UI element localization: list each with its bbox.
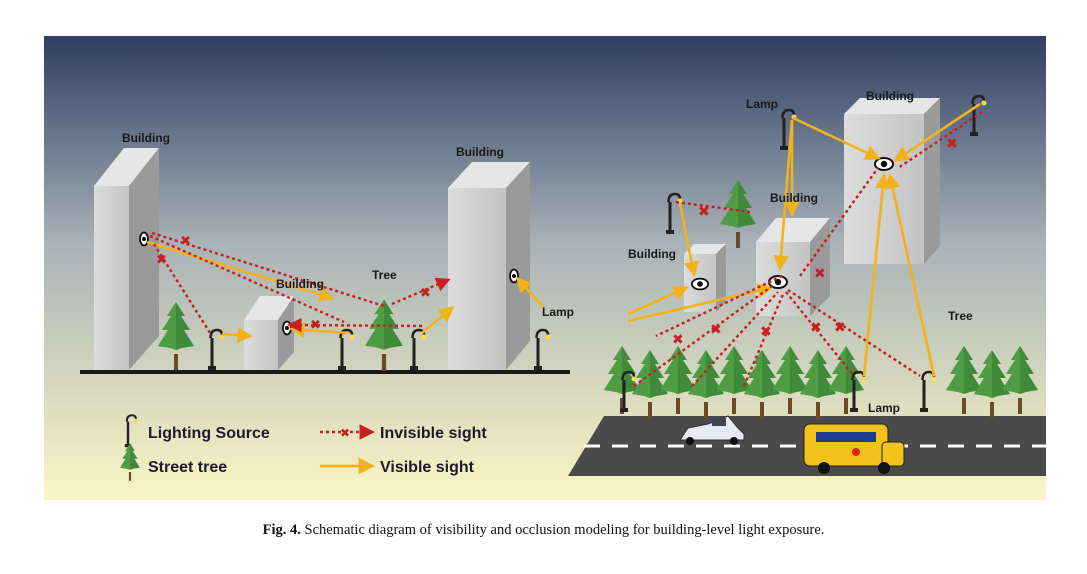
bus-icon [803,423,905,474]
right-mid-building [756,218,830,316]
caption-text: Schematic diagram of visibility and occl… [304,522,825,538]
right-top-building [844,98,940,264]
visible-sight-line [893,102,981,162]
visible-sight-line [773,119,794,272]
legend-lighting-source-label: Lighting Source [148,425,270,442]
visible-sight-line [146,240,335,302]
blocked-x-icon: ✖ [834,320,846,336]
invisible-sight-line [799,167,879,277]
invisible-sight-line [785,291,855,377]
invisible-sight-line [152,243,214,337]
invisible-sight-line [287,317,423,333]
label-building: Building [628,247,676,261]
label-tree: Tree [372,268,397,282]
visible-sight-line [862,172,891,377]
visible-sight-line [792,116,881,160]
right-scene: ✖ ✖ ✖ ✖ ✖ ✖ ✖ ✖ Lamp Building Building B… [568,89,1046,476]
diagram-canvas: ✖ ✖ ✖ ✖ Building Building Building Tree … [44,36,1046,500]
left-ground-line [80,370,570,374]
label-lamp: Lamp [746,97,778,111]
legend-visible-label: Visible sight [380,459,475,476]
visible-sight-line [678,203,700,278]
invisible-sight-line [655,274,783,338]
visible-sight-line [221,327,254,343]
visible-sight-line [627,283,774,323]
blocked-x-icon: ✖ [180,234,191,249]
car-icon [679,415,745,445]
invisible-sight-line [149,234,345,324]
blocked-x-icon: ✖ [810,320,822,336]
blocked-x-icon: ✖ [420,286,431,301]
blocked-x-icon: ✖ [672,332,684,348]
left-building-eye-icon [139,231,149,247]
label-building: Building [276,277,324,291]
invisible-sight-line [151,231,385,308]
blocked-x-icon: ✖ [814,266,826,282]
blocked-x-icon: ✖ [760,324,772,340]
label-building: Building [122,131,170,145]
label-building: Building [456,145,504,159]
invisible-sight-line [633,285,773,387]
blocked-x-icon: ✖ [946,136,958,152]
left-tall-building [94,148,159,370]
label-lamp: Lamp [542,305,574,319]
label-tree: Tree [948,309,973,323]
visible-sight-line [515,276,545,309]
legend-invisible-label: Invisible sight [380,425,487,442]
right-building-eye-icon [509,268,519,284]
left-right-building [448,162,530,370]
visible-sight-line [627,285,689,316]
figure-caption: Fig. 4. Schematic diagram of visibility … [0,522,1087,539]
visible-sight-line [421,306,455,334]
diagram-figure: ✖ ✖ ✖ ✖ Building Building Building Tree … [44,36,1046,500]
blocked-x-icon: ✖ [698,204,710,220]
caption-prefix: Fig. 4. [262,522,301,538]
label-building: Building [866,89,914,103]
invisible-sight-line [742,291,786,387]
blocked-x-icon: ✖ [156,253,167,268]
invisible-sight-line [897,111,983,169]
invisible-sight-line [675,200,751,214]
invisible-sight-line [787,288,921,378]
blocked-x-icon: ✖ [710,322,722,338]
invisible-sight-line [391,277,451,306]
visible-sight-line [885,172,936,377]
legend: Lighting Source Street tree ✖ Invisible … [120,414,487,481]
left-scene: ✖ ✖ ✖ ✖ Building Building Building Tree … [80,131,574,374]
small-building-eye-icon [691,277,709,291]
small-building-eye-icon [282,320,292,336]
blocked-x-icon: ✖ [310,318,321,333]
legend-street-tree-label: Street tree [148,459,227,476]
legend-blocked-x-icon: ✖ [340,426,350,440]
label-lamp: Lamp [868,401,900,415]
label-building: Building [770,191,818,205]
